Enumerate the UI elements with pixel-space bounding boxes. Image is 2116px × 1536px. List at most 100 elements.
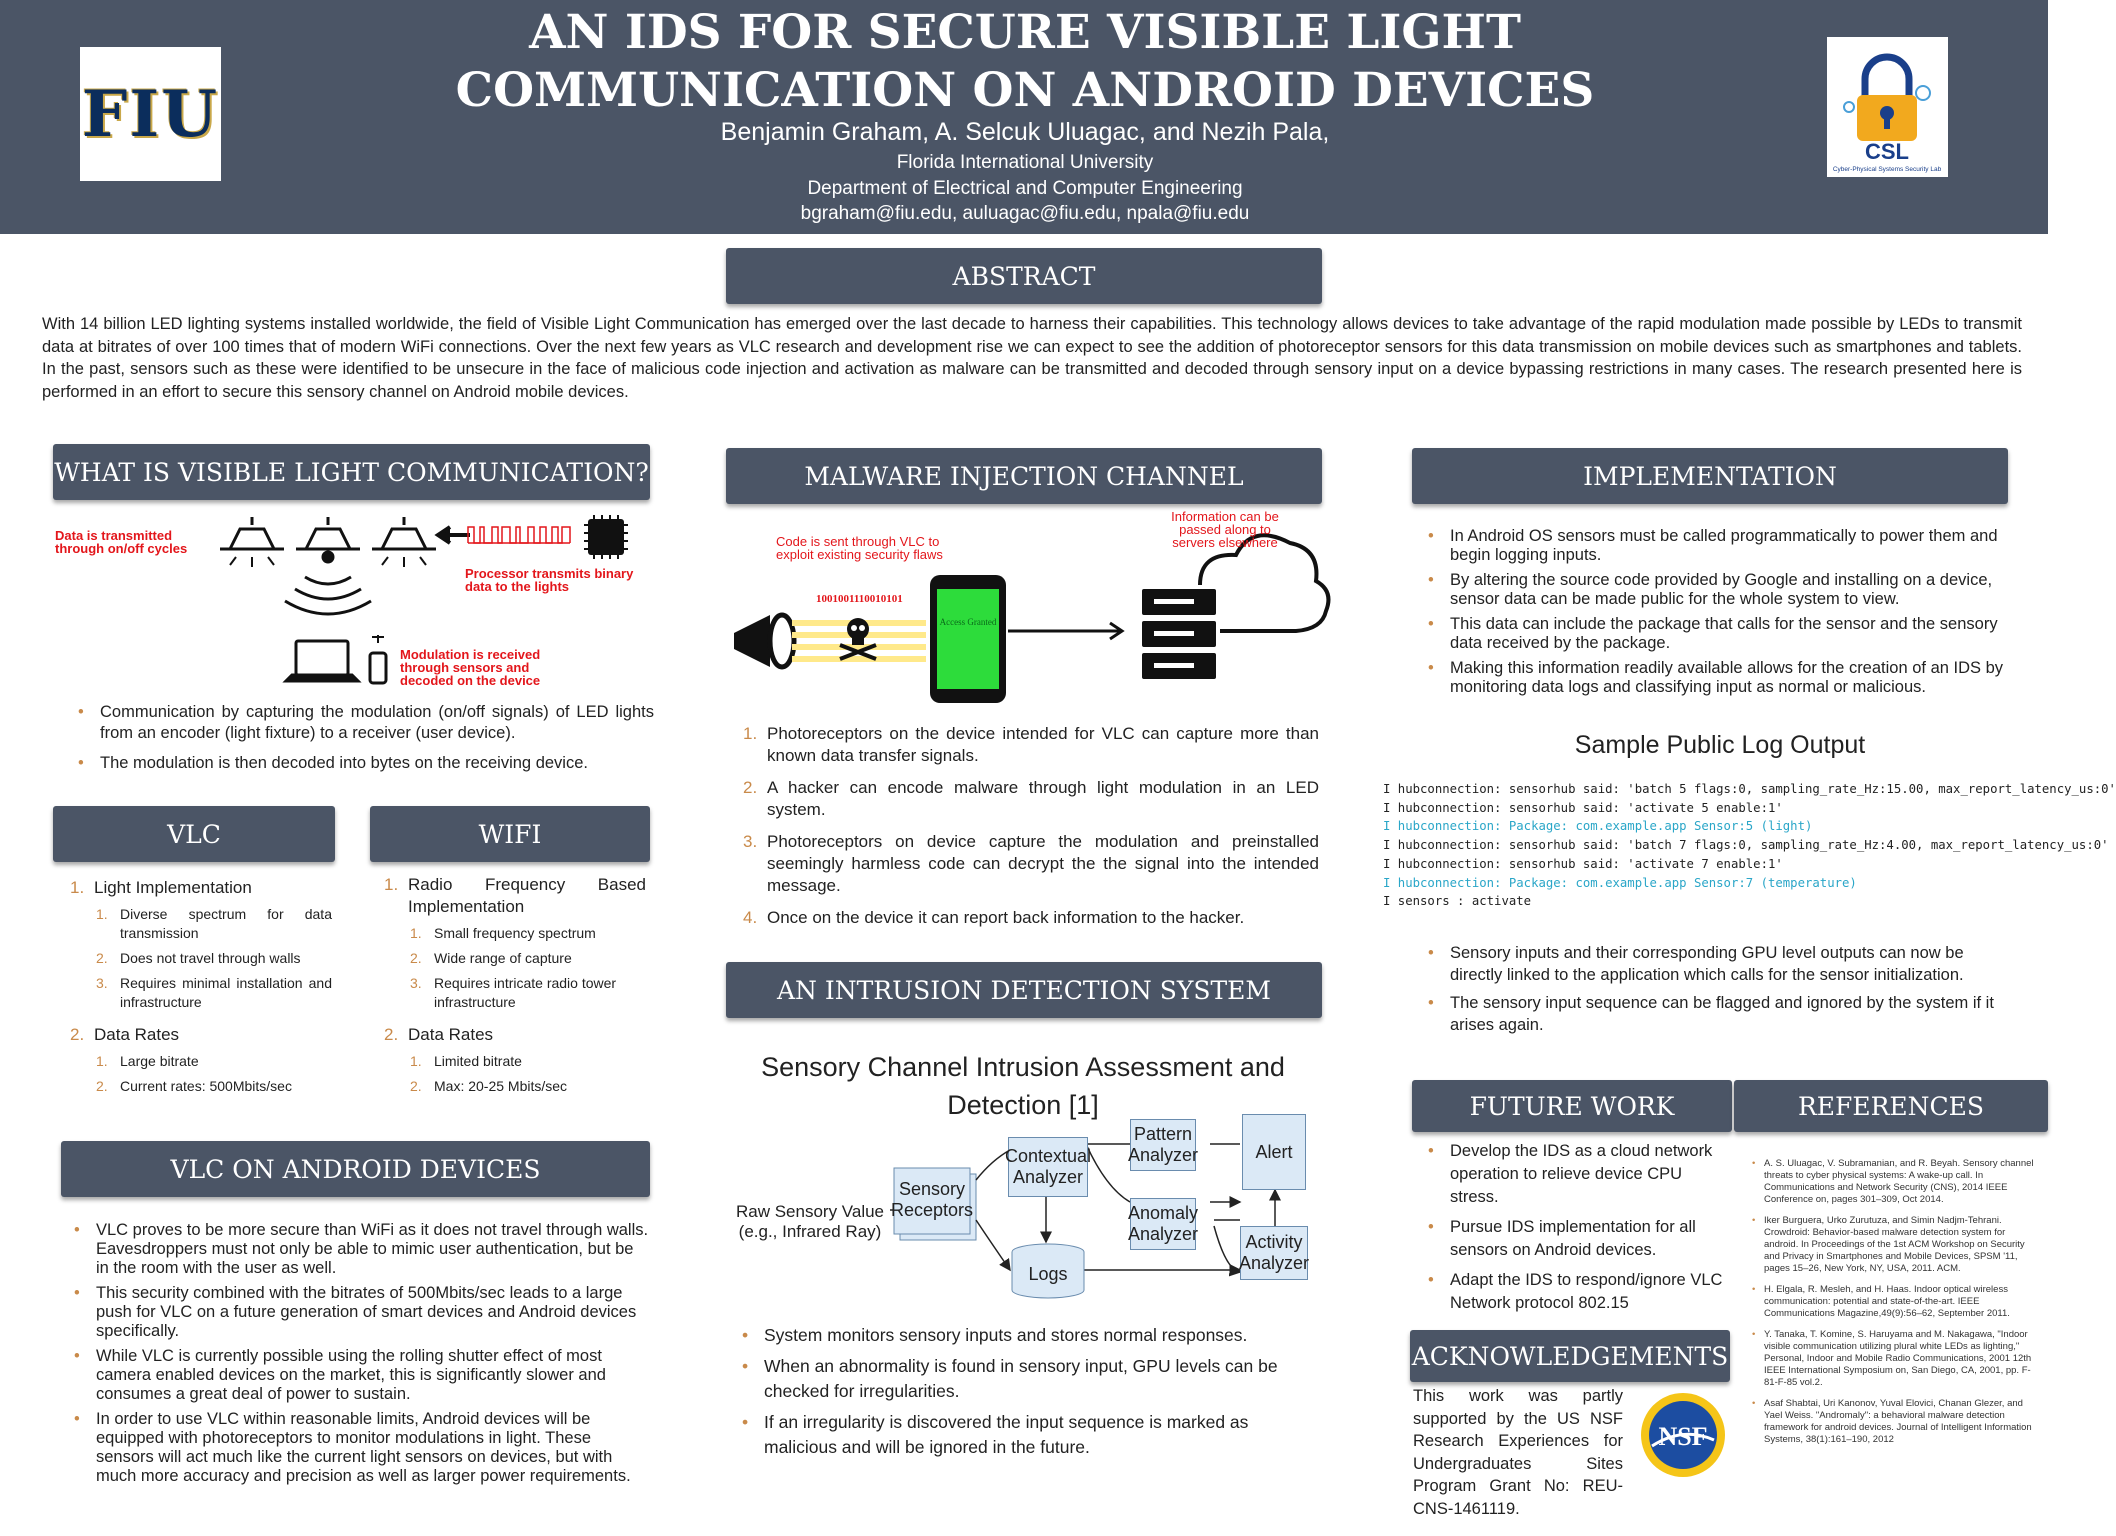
list-item: 2.Max: 20-25 Mbits/sec: [410, 1078, 568, 1094]
fig-label-processor: Processor transmits binary data to the l…: [465, 566, 634, 594]
ids-box-alert: Alert: [1242, 1114, 1306, 1190]
emails: bgraham@fiu.edu, auluagac@fiu.edu, npala…: [800, 203, 1250, 224]
ids-figure-title: Sensory Channel Intrusion Assessment and…: [761, 1052, 1285, 1120]
log-line: I hubconnection: sensorhub said: 'activa…: [1383, 800, 1783, 815]
vlc-android-heading: VLC ON ANDROID DEVICES: [61, 1141, 650, 1197]
list-item: 1.Large bitrate: [96, 1053, 199, 1069]
vlc-android-bullets: VLC proves to be more secure than WiFi a…: [74, 1221, 650, 1492]
log-line: I hubconnection: sensorhub said: 'batch …: [1383, 838, 2109, 853]
references-heading: REFERENCES: [1734, 1080, 2048, 1132]
fig-label-on-off: Data is transmitted through on/off cycle…: [55, 528, 188, 556]
flashlight-icon: [734, 612, 797, 670]
implementation-bullets-2: Sensory inputs and their corresponding G…: [1428, 942, 2008, 1042]
list-item: Communication by capturing the modulatio…: [78, 702, 654, 744]
list-item: 2.Current rates: 500Mbits/sec: [96, 1078, 292, 1094]
csl-logo-text: CSL: [1865, 139, 1909, 164]
processor-chip-icon: [584, 515, 628, 559]
list-item: 1.Diverse spectrum for data transmission: [96, 906, 332, 941]
fig-label-info-passed: Information can be passed along to serve…: [1171, 509, 1279, 550]
department: Department of Electrical and Computer En…: [807, 178, 1243, 199]
future-work-bullets: Develop the IDS as a cloud network opera…: [1428, 1140, 1728, 1322]
authors: Benjamin Graham, A. Selcuk Uluagac, and …: [720, 118, 1330, 146]
nsf-logo-text: NSF: [1658, 1422, 1707, 1451]
lamp-icon: [220, 517, 284, 567]
phone-icon: [368, 635, 388, 685]
fig-label-modulation: Modulation is received through sensors a…: [400, 647, 541, 688]
acknowledgements-heading: ACKNOWLEDGEMENTS: [1410, 1330, 1730, 1382]
list-item: When an abnormality is found in sensory …: [742, 1354, 1318, 1404]
list-item: System monitors sensory inputs and store…: [742, 1323, 1318, 1348]
csl-logo: CSL Cyber-Physical Systems Security Lab: [1827, 37, 1948, 177]
phone-screen-text: Access Granted: [939, 617, 997, 627]
abstract-heading: ABSTRACT: [726, 248, 1322, 304]
log-line: I hubconnection: sensorhub said: 'activa…: [1383, 856, 1783, 871]
list-item: VLC proves to be more secure than WiFi a…: [74, 1221, 650, 1278]
ids-heading: AN INTRUSION DETECTION SYSTEM: [726, 962, 1322, 1018]
ids-box-activity: Activity Analyzer: [1239, 1226, 1309, 1280]
csl-logo-subtext: Cyber-Physical Systems Security Lab: [1833, 166, 1942, 173]
poster-header: FIU AN IDS FOR SECURE VISIBLE LIGHT COMM…: [0, 0, 2048, 234]
list-item: 3.Requires minimal installation and infr…: [96, 975, 332, 1010]
vlc-heading: VLC: [53, 806, 335, 862]
ids-box-anomaly: Anomaly Analyzer: [1128, 1198, 1198, 1250]
list-item: 2.A hacker can encode malware through li…: [743, 778, 1319, 819]
list-item: In Android OS sensors must be called pro…: [1428, 527, 2008, 565]
lock-icon: CSL Cyber-Physical Systems Security Lab: [1833, 53, 1942, 173]
list-item: Y. Tanaka, T. Komine, S. Haruyama and M.…: [1752, 1329, 2036, 1389]
ids-bullets: System monitors sensory inputs and store…: [742, 1323, 1318, 1466]
what-is-vlc-heading: WHAT IS VISIBLE LIGHT COMMUNICATION?: [53, 444, 650, 500]
list-item: Sensory inputs and their corresponding G…: [1428, 942, 2008, 986]
log-output: I hubconnection: sensorhub said: 'batch …: [1383, 780, 2116, 911]
university: Florida International University: [896, 152, 1154, 173]
log-line: I hubconnection: Package: com.example.ap…: [1383, 875, 1857, 890]
signal-waves-icon: [284, 575, 372, 616]
lamp-icon: [372, 517, 436, 567]
acknowledgements-text: This work was partly supported by the US…: [1413, 1387, 1623, 1518]
future-work-heading: FUTURE WORK: [1412, 1080, 1732, 1132]
laptop-icon: [282, 639, 362, 683]
list-item: 1.Radio Frequency Based Implementation 1…: [384, 875, 646, 1010]
poster-title: AN IDS FOR SECURE VISIBLE LIGHT COMMUNIC…: [455, 5, 1595, 118]
list-item: Asaf Shabtai, Uri Kanonov, Yuval Elovici…: [1752, 1398, 2036, 1446]
list-item: The sensory input sequence can be flagge…: [1428, 992, 2008, 1036]
malware-diagram: 1001001110010101 Access Granted: [734, 533, 1331, 703]
log-title: Sample Public Log Output: [1574, 731, 1866, 759]
list-item: The modulation is then decoded into byte…: [78, 753, 654, 774]
vlc-diagram: [220, 515, 628, 685]
ids-box-contextual: Contextual Analyzer: [1005, 1137, 1091, 1197]
ids-box-pattern: Pattern Analyzer: [1128, 1119, 1198, 1171]
binary-waveform-icon: [467, 526, 571, 544]
references-list: A. S. Uluagac, V. Subramanian, and R. Be…: [1752, 1158, 2036, 1455]
log-line: I sensors : activate: [1383, 894, 1532, 909]
wifi-heading: WIFI: [370, 806, 650, 862]
list-item: H. Elgala, R. Mesleh, and H. Haas. Indoo…: [1752, 1284, 2036, 1320]
arrow-right-icon: [1008, 621, 1125, 641]
list-item: 2.Data Rates 1.Large bitrate 2.Current r…: [70, 1024, 332, 1096]
lamp-icon: [296, 517, 360, 564]
list-item: This data can include the package that c…: [1428, 615, 2008, 653]
fiu-logo: FIU: [80, 47, 221, 181]
server-icon: [1142, 589, 1216, 679]
malware-list: 1.Photoreceptors on the device intended …: [743, 723, 1319, 939]
list-item: 1.Limited bitrate: [410, 1053, 522, 1069]
cloud-icon: [1198, 533, 1331, 633]
list-item: Develop the IDS as a cloud network opera…: [1428, 1140, 1728, 1209]
list-item: In order to use VLC within reasonable li…: [74, 1410, 650, 1486]
list-item: 2.Wide range of capture: [410, 950, 572, 966]
nsf-logo: NSF: [1641, 1393, 1725, 1477]
list-item: Adapt the IDS to respond/ignore VLC Netw…: [1428, 1269, 1728, 1315]
log-line: I hubconnection: Package: com.example.ap…: [1383, 819, 1813, 834]
phone-icon: [930, 575, 1006, 703]
implementation-bullets: In Android OS sensors must be called pro…: [1428, 527, 2008, 703]
ids-diagram: [890, 1143, 1281, 1299]
list-item: 2.Data Rates 1.Limited bitrate 2.Max: 20…: [384, 1024, 646, 1096]
list-item: While VLC is currently possible using th…: [74, 1347, 650, 1404]
list-item: By altering the source code provided by …: [1428, 571, 2008, 609]
list-item: A. S. Uluagac, V. Subramanian, and R. Be…: [1752, 1158, 2036, 1206]
list-item: 3.Requires intricate radio tower infrast…: [410, 975, 617, 1010]
list-item: 1.Small frequency spectrum: [410, 925, 596, 941]
list-item: Pursue IDS implementation for all sensor…: [1428, 1216, 1728, 1262]
malware-heading: MALWARE INJECTION CHANNEL: [726, 448, 1322, 504]
fig-label-code-sent: Code is sent through VLC to exploit exis…: [776, 534, 943, 562]
list-item: 2.Does not travel through walls: [96, 950, 301, 966]
